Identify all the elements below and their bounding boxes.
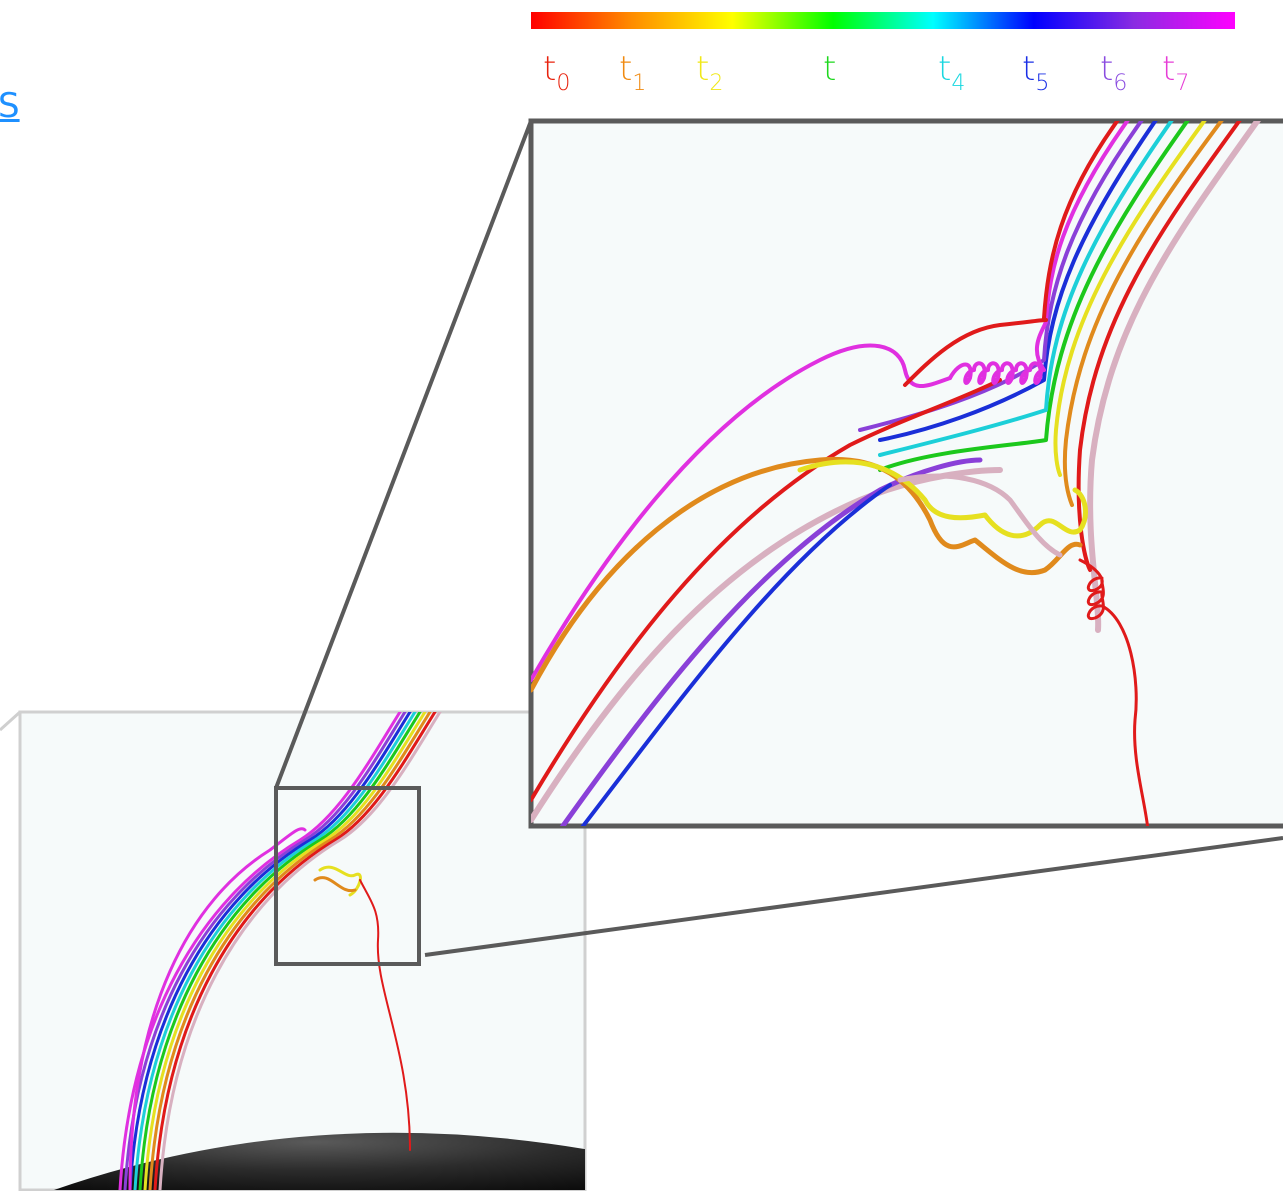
field-line-yellow-wavy bbox=[797, 459, 1088, 539]
overview-magenta-loop bbox=[128, 827, 307, 1190]
overview-field-line-4 bbox=[138, 712, 422, 1190]
time-label-2: t2 bbox=[696, 49, 724, 96]
field-line-right-5 bbox=[878, 121, 1174, 457]
overview-red-descending bbox=[359, 879, 411, 1151]
time-label-5: t5 bbox=[1022, 49, 1050, 96]
time-label-3: t bbox=[823, 49, 837, 89]
field-line-orange-wavy bbox=[531, 456, 1083, 693]
field-line-right-9 bbox=[1042, 121, 1120, 320]
time-label-0: t0 bbox=[543, 49, 571, 96]
field-line-red-upper bbox=[903, 318, 1048, 387]
zoomed-panel bbox=[528, 118, 1283, 829]
time-label-7: t7 bbox=[1162, 49, 1190, 96]
zoom-connector-bottom bbox=[424, 836, 1283, 957]
overview-field-line-1 bbox=[123, 712, 407, 1190]
overview-field-line-2 bbox=[128, 712, 412, 1190]
field-line-right-1 bbox=[1076, 121, 1242, 572]
overview-field-line-7 bbox=[153, 712, 437, 1190]
field-line-right-8 bbox=[1044, 121, 1130, 322]
field-line-pink-lower bbox=[531, 467, 1003, 823]
field-line-pink-wavy bbox=[897, 473, 1063, 558]
field-line-magenta-coil bbox=[948, 320, 1048, 385]
field-line-right-4 bbox=[878, 121, 1190, 472]
field-line-right-2 bbox=[1062, 121, 1224, 507]
field-line-blue-lower bbox=[580, 483, 892, 826]
time-label-1: t1 bbox=[619, 49, 647, 96]
field-line-right-0 bbox=[1087, 121, 1261, 633]
overview-yellow-wave bbox=[318, 865, 362, 897]
overview-field-line-8 bbox=[158, 712, 442, 1190]
field-line-right-3 bbox=[1053, 121, 1207, 477]
field-line-right-6 bbox=[878, 121, 1158, 442]
colorbar bbox=[531, 12, 1235, 29]
time-label-4: t4 bbox=[938, 49, 966, 96]
overview-orange-wave bbox=[313, 876, 357, 893]
overview-panel bbox=[0, 710, 587, 1191]
field-line-purple-lower bbox=[559, 457, 983, 826]
zoom-connector-top bbox=[274, 120, 533, 789]
solar-surface bbox=[54, 1132, 585, 1190]
overview-field-line-5 bbox=[143, 712, 427, 1190]
time-label-6: t6 bbox=[1100, 49, 1128, 96]
top-left-link[interactable]: S bbox=[0, 86, 20, 126]
zoom-region-box bbox=[274, 786, 421, 966]
overview-field-line-6 bbox=[148, 712, 432, 1190]
field-line-red-mid bbox=[531, 378, 1002, 802]
field-line-red-coil bbox=[1078, 558, 1150, 826]
